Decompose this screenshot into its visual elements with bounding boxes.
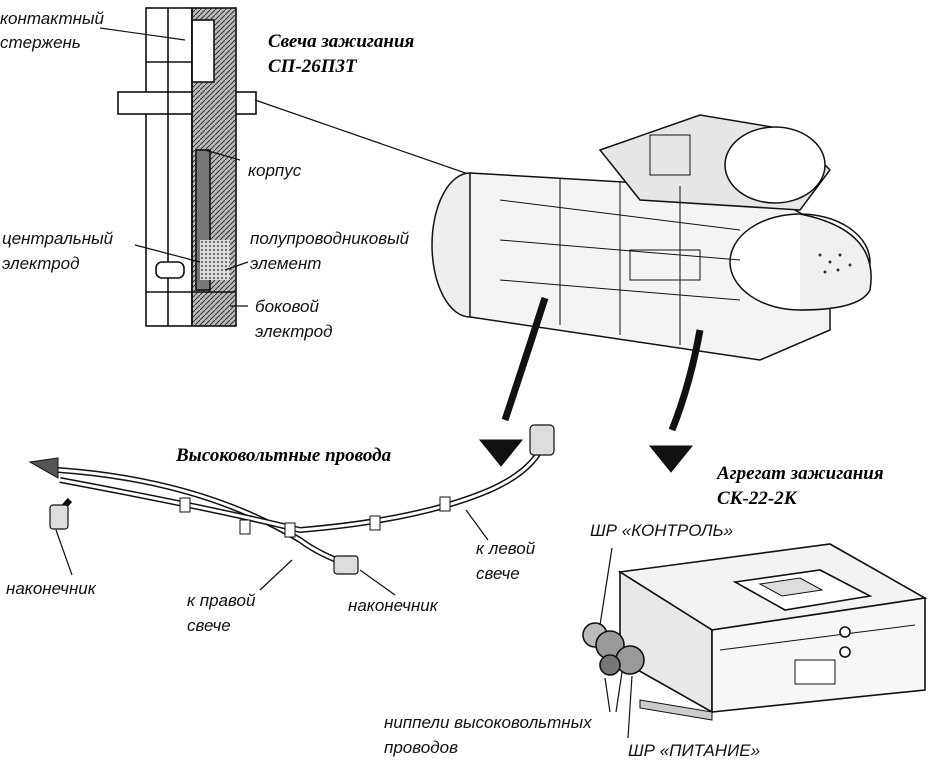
tip-left-label: наконечник <box>6 579 96 598</box>
central-electrode-label-1: центральный <box>2 229 114 248</box>
tip-right-label: наконечник <box>348 596 438 615</box>
central-electrode-label-2: электрод <box>2 254 80 273</box>
body-label: корпус <box>248 161 302 180</box>
contact-rod-label-1: контактный <box>0 9 104 28</box>
unit-leaders <box>599 547 633 739</box>
wire-leaders <box>55 509 489 596</box>
side-electrode-label-1: боковой <box>255 297 319 316</box>
spark-plug-leaders <box>99 27 501 307</box>
spark-plug-model: СП-26П3Т <box>268 56 357 77</box>
semiconductor-label-1: полупроводниковый <box>250 229 410 248</box>
nipples-label-1: ниппели высоковольтных <box>384 713 592 732</box>
power-connector-label: ШР «ПИТАНИЕ» <box>628 741 761 760</box>
ignition-unit-title: Агрегат зажигания <box>717 463 884 484</box>
to-left-plug-label-1: к левой <box>476 539 536 558</box>
contact-rod-label-2: стержень <box>0 33 81 52</box>
side-electrode-label-2: электрод <box>255 322 333 341</box>
to-right-plug-label-1: к правой <box>187 591 256 610</box>
to-right-plug-label-2: свече <box>187 616 231 635</box>
to-left-plug-label-2: свече <box>476 564 520 583</box>
spark-plug-section <box>117 7 257 327</box>
control-connector-label: ШР «КОНТРОЛЬ» <box>590 521 734 540</box>
semiconductor-label-2: элемент <box>250 254 322 273</box>
flow-arrows <box>478 439 694 473</box>
spark-plug-title: Свеча зажигания <box>268 31 415 52</box>
nipples-label-2: проводов <box>384 738 458 757</box>
ignition-unit-box <box>582 543 928 721</box>
ignition-unit-model: СК-22-2К <box>717 488 797 509</box>
engine-illustration <box>431 114 872 432</box>
high-voltage-wires <box>28 424 555 575</box>
wires-title: Высоковольтные провода <box>176 445 392 466</box>
